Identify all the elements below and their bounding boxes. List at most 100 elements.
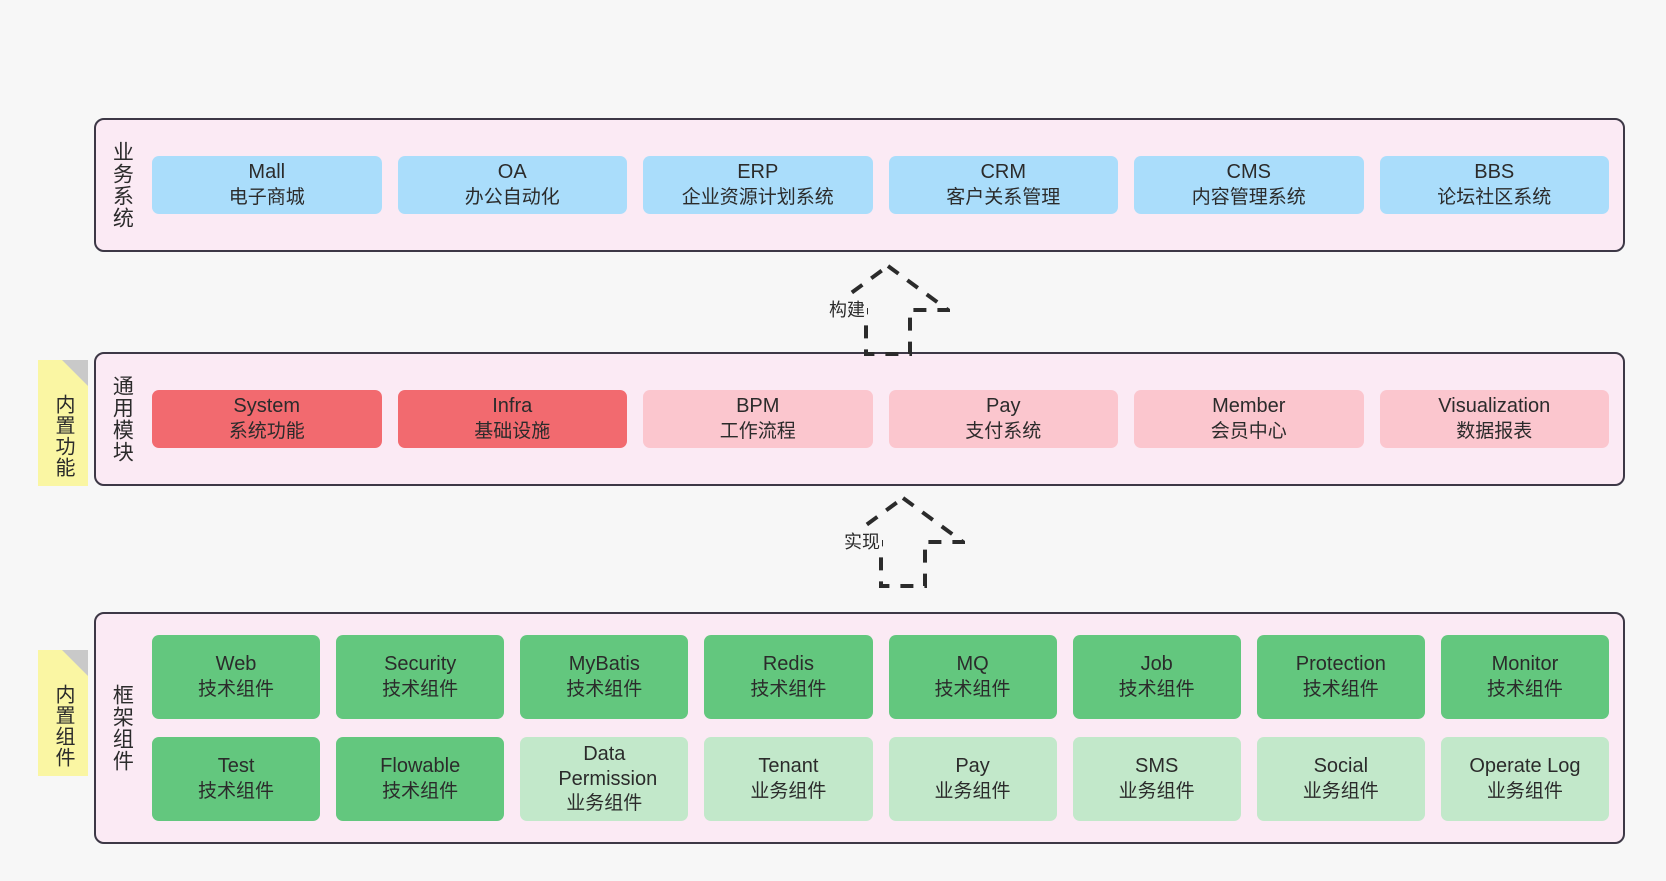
card-subtitle: 业务组件 (750, 780, 827, 802)
card-subtitle: 支付系统 (965, 420, 1042, 442)
card-visualization[interactable]: Visualization 数据报表 (1379, 390, 1609, 448)
card-subtitle: 办公自动化 (464, 186, 560, 208)
card-title: Tenant (758, 755, 819, 778)
connector-label: 实现 (842, 528, 882, 554)
card-subtitle: 工作流程 (719, 420, 796, 442)
sticky-note-label: 内置组件 (52, 684, 74, 768)
card-title: Flowable (380, 755, 461, 778)
card-title: Monitor (1491, 653, 1559, 676)
card-data-permission[interactable]: Data Permission 业务组件 (520, 737, 689, 821)
sticky-note-label: 内置功能 (52, 394, 74, 478)
card-mall[interactable]: Mall 电子商城 (152, 156, 382, 214)
card-subtitle: 客户关系管理 (946, 186, 1061, 208)
card-title: BPM (736, 395, 780, 418)
card-subtitle: 系统功能 (228, 420, 305, 442)
card-row: System 系统功能 Infra 基础设施 BPM 工作流程 Pay 支付系统… (152, 390, 1609, 448)
card-system[interactable]: System 系统功能 (152, 390, 382, 448)
card-web[interactable]: Web 技术组件 (152, 635, 321, 719)
layer-title-common-modules: 通用模块 (110, 375, 134, 463)
card-title: MyBatis (568, 653, 640, 676)
fold-corner-icon (62, 650, 88, 676)
card-title: System (233, 395, 301, 418)
card-title: Data Permission (558, 742, 658, 791)
card-flowable[interactable]: Flowable 技术组件 (336, 737, 505, 821)
card-row: Mall 电子商城 OA 办公自动化 ERP 企业资源计划系统 CRM 客户关系… (152, 156, 1609, 214)
card-crm[interactable]: CRM 客户关系管理 (888, 156, 1118, 214)
card-title: CRM (980, 161, 1027, 184)
card-bpm[interactable]: BPM 工作流程 (643, 390, 873, 448)
connector-implement: 实现 (815, 490, 970, 592)
card-subtitle: 基础设施 (474, 420, 551, 442)
build-arrow-icon (821, 263, 955, 356)
card-title: MQ (956, 653, 989, 676)
card-oa[interactable]: OA 办公自动化 (397, 156, 627, 214)
card-sms[interactable]: SMS 业务组件 (1072, 737, 1241, 821)
card-subtitle: 内容管理系统 (1191, 186, 1306, 208)
card-member[interactable]: Member 会员中心 (1134, 390, 1364, 448)
card-title: Visualization (1438, 395, 1551, 418)
card-title: Infra (492, 395, 533, 418)
card-pay-component[interactable]: Pay 业务组件 (888, 737, 1057, 821)
card-test[interactable]: Test 技术组件 (152, 737, 321, 821)
card-title: Mall (248, 161, 286, 184)
sticky-note-builtin-features: 内置功能 (38, 360, 88, 486)
card-protection[interactable]: Protection 技术组件 (1256, 635, 1425, 719)
card-operate-log[interactable]: Operate Log 业务组件 (1440, 737, 1609, 821)
layer-title-business-systems: 业务系统 (110, 141, 134, 229)
card-subtitle: 技术组件 (382, 780, 459, 802)
card-erp[interactable]: ERP 企业资源计划系统 (643, 156, 873, 214)
card-title: Redis (762, 653, 814, 676)
connector-build: 构建 (800, 258, 955, 360)
card-subtitle: 业务组件 (1302, 780, 1379, 802)
card-subtitle: 业务组件 (1486, 780, 1563, 802)
card-title: Pay (986, 395, 1021, 418)
layer-common-modules: 通用模块 System 系统功能 Infra 基础设施 BPM 工作流程 Pay… (94, 352, 1625, 486)
card-subtitle: 会员中心 (1210, 420, 1287, 442)
card-mq[interactable]: MQ 技术组件 (888, 635, 1057, 719)
card-security[interactable]: Security 技术组件 (336, 635, 505, 719)
fold-corner-icon (62, 360, 88, 386)
card-subtitle: 业务组件 (1118, 780, 1195, 802)
card-bbs[interactable]: BBS 论坛社区系统 (1379, 156, 1609, 214)
card-subtitle: 技术组件 (198, 780, 275, 802)
card-row: Test 技术组件 Flowable 技术组件 Data Permission … (152, 737, 1609, 821)
card-subtitle: 技术组件 (1118, 678, 1195, 700)
card-title: ERP (737, 161, 779, 184)
card-title: Protection (1295, 653, 1386, 676)
card-mybatis[interactable]: MyBatis 技术组件 (520, 635, 689, 719)
card-title: Social (1313, 755, 1369, 778)
card-title: Security (384, 653, 457, 676)
card-subtitle: 业务组件 (566, 793, 643, 815)
card-subtitle: 技术组件 (382, 678, 459, 700)
card-cms[interactable]: CMS 内容管理系统 (1134, 156, 1364, 214)
card-title: CMS (1226, 161, 1271, 184)
card-subtitle: 业务组件 (934, 780, 1011, 802)
card-subtitle: 技术组件 (198, 678, 275, 700)
card-subtitle: 技术组件 (750, 678, 827, 700)
card-subtitle: 技术组件 (1302, 678, 1379, 700)
card-title: OA (497, 161, 527, 184)
card-title: Member (1212, 395, 1286, 418)
card-title: BBS (1474, 161, 1515, 184)
card-title: Web (215, 653, 257, 676)
card-infra[interactable]: Infra 基础设施 (397, 390, 627, 448)
card-title: Operate Log (1469, 755, 1581, 778)
card-monitor[interactable]: Monitor 技术组件 (1440, 635, 1609, 719)
card-title: Job (1140, 653, 1173, 676)
card-social[interactable]: Social 业务组件 (1256, 737, 1425, 821)
layer-body-framework-components: Web 技术组件 Security 技术组件 MyBatis 技术组件 Redi… (144, 614, 1623, 842)
card-title: Pay (955, 755, 990, 778)
card-pay[interactable]: Pay 支付系统 (888, 390, 1118, 448)
card-subtitle: 技术组件 (934, 678, 1011, 700)
card-row: Web 技术组件 Security 技术组件 MyBatis 技术组件 Redi… (152, 635, 1609, 719)
implement-arrow-icon (836, 495, 970, 588)
layer-business-systems: 业务系统 Mall 电子商城 OA 办公自动化 ERP 企业资源计划系统 CRM… (94, 118, 1625, 252)
card-subtitle: 电子商城 (228, 186, 305, 208)
card-job[interactable]: Job 技术组件 (1072, 635, 1241, 719)
connector-label: 构建 (827, 296, 867, 322)
layer-title-framework-components: 框架组件 (110, 684, 134, 772)
card-tenant[interactable]: Tenant 业务组件 (704, 737, 873, 821)
card-redis[interactable]: Redis 技术组件 (704, 635, 873, 719)
card-subtitle: 技术组件 (1486, 678, 1563, 700)
layer-framework-components: 框架组件 Web 技术组件 Security 技术组件 MyBatis 技术组件… (94, 612, 1625, 844)
